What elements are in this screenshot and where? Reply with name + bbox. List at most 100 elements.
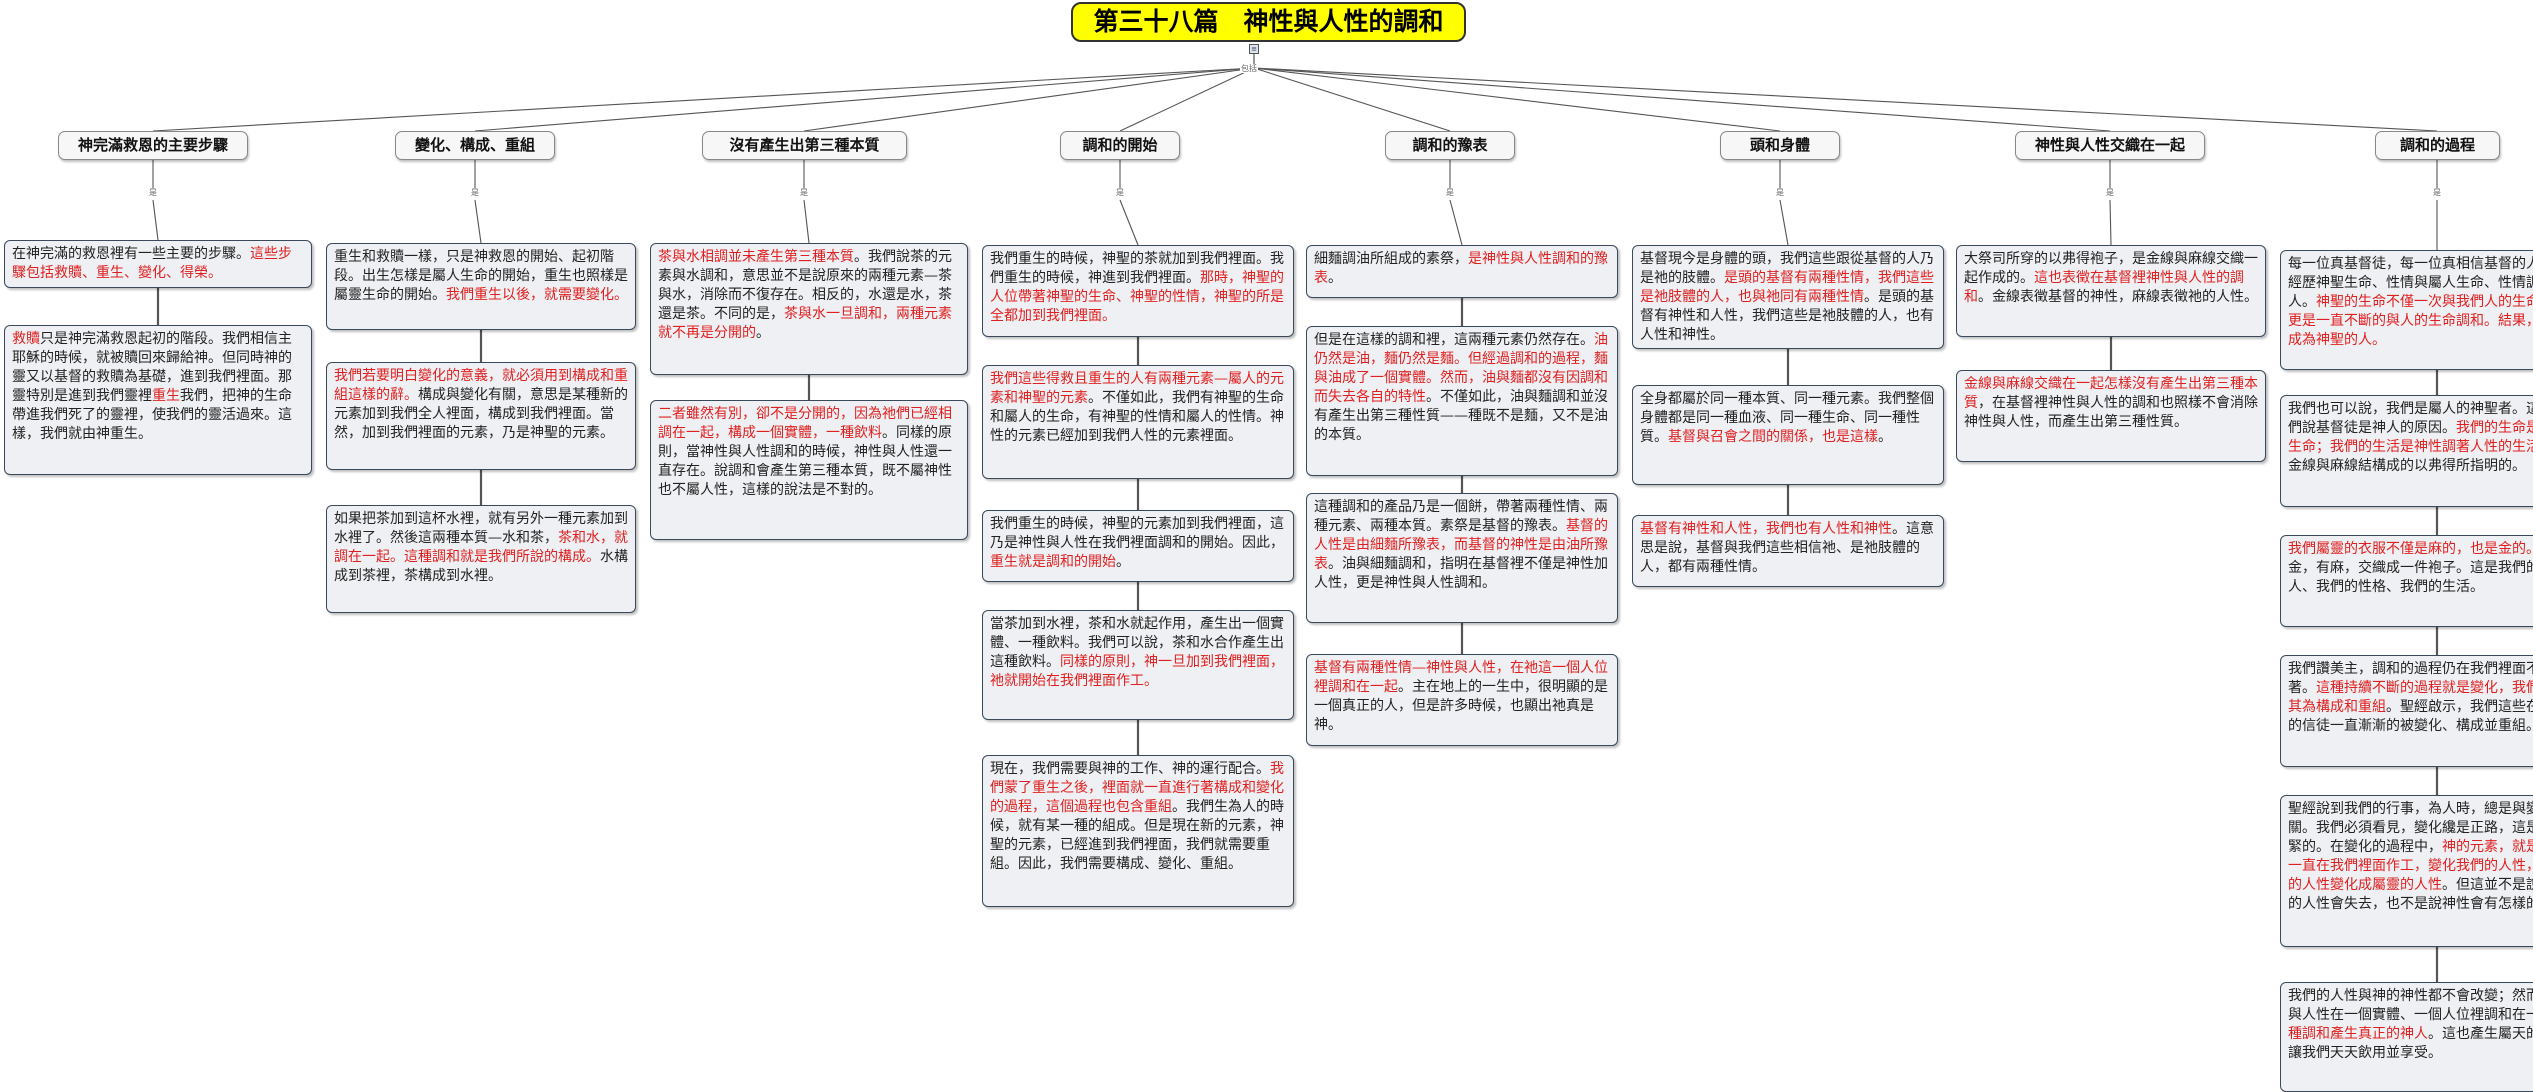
note-text: 大祭司所穿的以弗得袍子，是金線與麻線交織一起作成的。 (1964, 251, 2258, 286)
highlighted-text: 我們重生以後，就需要變化。 (446, 287, 628, 303)
highlighted-text: 神聖的生命不僅一次與我們人的生命調和，更是一直不斷的與人的生命調和。結果，我們就… (2288, 294, 2533, 348)
highlighted-text: 金線與麻線交織在一起怎樣沒有產生出第三種本質 (1964, 376, 2258, 411)
branch-topic: 調和的豫表 (1385, 131, 1515, 160)
branch-note-line (152, 199, 159, 241)
note-text: 我們也可以說，我們是屬人的神聖者。這就是我們說基督徒是神人的原因。 (2288, 401, 2533, 436)
note-text: 水構成到茶裡，茶構成到水裡。 (334, 549, 628, 584)
note-text: 。 (1328, 270, 1342, 286)
branch-topic: 變化、構成、重組 (395, 131, 555, 160)
note-box: 大祭司所穿的以弗得袍子，是金線與麻線交織一起作成的。這也表徵在基督裡神性與人性的… (1956, 245, 2266, 337)
highlighted-text: 茶與水一旦調和，兩種元素就不再是分開的 (658, 306, 952, 341)
note-box: 我們若要明白變化的意義，就必須用到構成和重組這樣的辭。構成與變化有關，意思是某種… (326, 362, 636, 470)
note-box: 基督有神性和人性，我們也有人性和神性。這意思是說，基督與我們這些相信祂、是祂肢體… (1632, 515, 1944, 587)
note-text: 這種調和的產品乃是一個餅，帶著兩種性情、兩種元素、兩種本質。素祭是基督的豫表。 (1314, 499, 1608, 534)
note-text: 在神完滿的救恩裡有一些主要的步驟。 (12, 246, 250, 262)
root-branch-line (1253, 67, 2438, 132)
note-box: 我們也可以說，我們是屬人的神聖者。這就是我們說基督徒是神人的原因。我們的生命是神… (2280, 395, 2533, 507)
note-text: 當茶加到水裡，茶和水就起作用，產生出一個實體、一種飲料。我們可以說，茶和水合作產… (990, 616, 1284, 670)
note-box: 二者雖然有別，卻不是分開的，因為祂們已經相調在一起，構成一個實體，一種飲料。同樣… (650, 400, 968, 540)
branch-note-line (474, 199, 482, 244)
note-text: 。主在地上的一生中，很明顯的是一個真正的人，但是許多時候，也顯出祂真是神。 (1314, 679, 1608, 733)
note-text: 基督現今是身體的頭，我們這些跟從基督的人乃是祂的肢體。 (1640, 251, 1934, 286)
note-box: 我們讚美主，調和的過程仍在我們裡面不斷進行著。這種持續不斷的過程就是變化，我們可… (2280, 655, 2533, 767)
highlighted-text: 神的元素，就是神性，一直在我們裡面作工，變化我們的人性，使天然的人性變化成屬靈的… (2288, 839, 2533, 893)
branch-link-label: 是 (1775, 188, 1785, 197)
root-branch-line (1253, 67, 1451, 132)
note-text: 。同樣的原則，當神性與人性調和的時候，神性與人性還一直存在。說調和會產生第三種本… (658, 425, 952, 498)
note-text: 。油與細麵調和，指明在基督裡不僅是神性加人性，更是神性與人性調和。 (1314, 556, 1608, 591)
note-box: 我們重生的時候，神聖的元素加到我們裡面，這乃是神性與人性在我們裡面調和的開始。因… (982, 510, 1294, 582)
note-box: 這種調和的產品乃是一個餅，帶著兩種性情、兩種元素、兩種本質。素祭是基督的豫表。基… (1306, 493, 1618, 623)
branch-link-label: 是 (2105, 188, 2115, 197)
note-box: 我們的人性與神的神性都不會改變；然而，神性與人性在一個實體、一個人位裡調和在一起… (2280, 982, 2533, 1092)
highlighted-text: 茶和水，就調在一起。這種調和就是我們所說的構成。 (334, 530, 628, 565)
note-text: 。金線表徵基督的神性，麻線表徵祂的人性。 (1978, 289, 2258, 305)
note-box: 聖經說到我們的行事，為人時，總是與變化有關。我們必須看見，變化纔是正路，這是非常… (2280, 795, 2533, 947)
note-text: 。但這並不是說，我們的人性會失去，也不是說神性會有怎樣的改變。 (2288, 877, 2533, 912)
note-text: 我們重生的時候，神聖的茶就加到我們裡面。我們重生的時候，神進到我們裡面。 (990, 251, 1284, 286)
highlighted-text: 我們蒙了重生之後，裡面就一直進行著構成和變化的過程，這個過程也包含重組 (990, 761, 1284, 815)
branch-note-line (1119, 199, 1139, 246)
highlighted-text: 基督有兩種性情—神性與人性，在祂這一個人位裡調和在一起 (1314, 660, 1608, 695)
highlighted-text: 這種調和產生真正的神人 (2288, 1026, 2428, 1042)
highlighted-text: 茶與水相調並未產生第三種本質 (658, 249, 854, 265)
note-text: ，在基督裡神性與人性的調和也照樣不會消除神性與人性，而產生出第三種性質。 (1964, 395, 2258, 430)
note-text: 。我們生為人的時候，就有某一種的組成。但是現在新的元素，神聖的元素，已經進到我們… (990, 799, 1284, 872)
note-text: 。不僅如此，油與麵調和並沒有產生出第三種性質——種既不是麵，又不是油的本質。 (1314, 389, 1608, 443)
note-text: 我們有金，有麻，交織成一件袍子。這是我們的行事為人、我們的性格、我們的生活。 (2288, 560, 2533, 595)
note-box: 每一位真基督徒，每一位真相信基督的人，都是經歷神聖生命、性情與屬人生命、性情調和… (2280, 250, 2533, 370)
highlighted-text: 這種持續不斷的過程就是變化，我們可以稱其為構成和重組 (2288, 680, 2533, 715)
note-text: 如果把茶加到這杯水裡，就有另外一種元素加到水裡了。然後這兩種本質—水和茶， (334, 511, 628, 546)
note-box: 我們屬靈的衣服不僅是麻的，也是金的。我們有金，有麻，交織成一件袍子。這是我們的行… (2280, 535, 2533, 627)
highlighted-text: 油仍然是油，麵仍然是麵。但經過調和的過程，麵與油成了一個實體。然而，油與麵都沒有… (1314, 332, 1608, 405)
note-box: 全身都屬於同一種本質、同一種元素。我們整個身體都是同一種血液、同一種生命、同一種… (1632, 385, 1944, 485)
highlighted-text: 我們這些得救且重生的人有兩種元素—屬人的元素和神聖的元素 (990, 371, 1284, 406)
highlighted-text: 是頭的基督有兩種性情，我們這些是祂肢體的人，也與祂同有兩種性情 (1640, 270, 1934, 305)
highlighted-text: 這也表徵在基督裡神性與人性的調和 (1964, 270, 2244, 305)
note-text: 。聖經啟示，我們這些在基督裡的信徒一直漸漸的被變化、構成並重組。 (2288, 699, 2533, 734)
highlighted-text: 基督與召會之間的關係，也是這樣 (1668, 429, 1878, 445)
note-text: 重生和救贖一樣，只是神救恩的開始、起初階段。出生怎樣是屬人生命的開始，重生也照樣… (334, 249, 628, 303)
note-text: 。 (1878, 429, 1892, 445)
note-text: 構成與變化有關，意思是某種新的元素加到我們全人裡面，構成到我們裡面。當然，加到我… (334, 387, 628, 441)
note-text: ，就如金線與麻線結構成的以弗得所指明的。 (2288, 458, 2526, 474)
note-text: 但是在這樣的調和裡，這兩種元素仍然存在。 (1314, 332, 1594, 348)
branch-link-label: 是 (799, 188, 809, 197)
branch-topic: 頭和身體 (1720, 131, 1840, 160)
root-branch-line (1119, 67, 1255, 132)
note-box: 我們這些得救且重生的人有兩種元素—屬人的元素和神聖的元素。不僅如此，我們有神聖的… (982, 365, 1294, 479)
highlighted-text: 那時，神聖的人位帶著神聖的生命、神聖的性情，神聖的所是全都加到我們裡面。 (990, 270, 1284, 324)
root-branch-line (474, 67, 1255, 132)
branch-link-label: 是 (470, 188, 480, 197)
highlighted-text: 救贖 (12, 331, 40, 347)
highlighted-text: 是神性與人性調和的豫表 (1314, 251, 1608, 286)
highlighted-text: 二者雖然有別，卻不是分開的，因為祂們已經相調在一起，構成一個實體，一種飲料 (658, 406, 952, 441)
highlighted-text: 我們若要明白變化的意義，就必須用到構成和重組這樣的辭。 (334, 368, 628, 403)
note-box: 現在，我們需要與神的工作、神的運行配合。我們蒙了重生之後，裡面就一直進行著構成和… (982, 755, 1294, 907)
note-text: 。不僅如此，我們有神聖的生命和屬人的生命，有神聖的性情和屬人的性情。神性的元素已… (990, 390, 1284, 444)
branch-note-line (2109, 199, 2112, 246)
note-text: 聖經說到我們的行事，為人時，總是與變化有關。我們必須看見，變化纔是正路，這是非常… (2288, 801, 2533, 855)
note-text: 每一位真基督徒，每一位真相信基督的人，都是經歷神聖生命、性情與屬人生命、性情調和… (2288, 256, 2533, 310)
note-text: 我們的人性與神的神性都不會改變；然而，神性與人性在一個實體、一個人位裡調和在一起… (2288, 988, 2533, 1023)
note-box: 我們重生的時候，神聖的茶就加到我們裡面。我們重生的時候，神進到我們裡面。那時，神… (982, 245, 1294, 337)
note-text: 。是頭的基督有神性和人性，我們這些是祂肢體的人，也有人性和神性。 (1640, 289, 1934, 343)
note-box: 細麵調油所組成的素祭，是神性與人性調和的豫表。 (1306, 245, 1618, 298)
note-box: 重生和救贖一樣，只是神救恩的開始、起初階段。出生怎樣是屬人生命的開始，重生也照樣… (326, 243, 636, 330)
note-text: 我們，把神的生命帶進我們死了的靈裡，使我們的靈活過來。這樣，我們就由神重生。 (12, 388, 292, 442)
note-text: 。 (1116, 554, 1130, 570)
note-text: 。我們說茶的元素與水調和，意思並不是說原來的兩種元素—茶與水，消除而不復存在。相… (658, 249, 952, 322)
branch-note-line (1779, 199, 1789, 246)
note-box: 如果把茶加到這杯水裡，就有另外一種元素加到水裡了。然後這兩種本質—水和茶，茶和水… (326, 505, 636, 613)
highlighted-text: 這些步驟包括救贖、重生、變化、得榮。 (12, 246, 292, 281)
branch-link-label: 是 (1115, 188, 1125, 197)
root-branch-line (152, 67, 1255, 132)
branch-topic: 神性與人性交織在一起 (2015, 131, 2205, 160)
note-box: 茶與水相調並未產生第三種本質。我們說茶的元素與水調和，意思並不是說原來的兩種元素… (650, 243, 968, 375)
branch-note-line (1449, 199, 1463, 246)
note-text: 我們重生的時候，神聖的元素加到我們裡面，這乃是神性與人性在我們裡面調和的開始。因… (990, 516, 1284, 551)
note-text: 。 (756, 325, 770, 341)
highlighted-text: 同樣的原則，神一旦加到我們裡面，祂就開始在我們裡面作工。 (990, 654, 1284, 689)
highlighted-text: 基督有神性和人性，我們也有人性和神性 (1640, 521, 1892, 537)
